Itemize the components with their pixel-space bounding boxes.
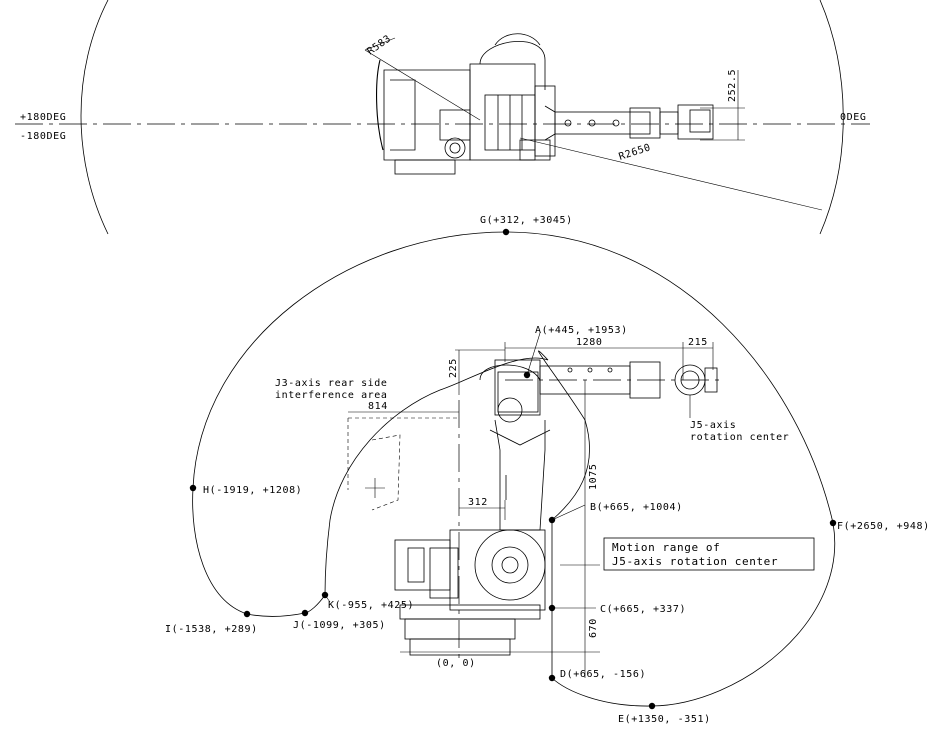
legend-line1: Motion range of — [612, 541, 720, 554]
dim-814-label: 814 — [368, 401, 388, 412]
dim-215-label: 215 — [688, 337, 708, 348]
point-a-label: A(+445, +1953) — [535, 325, 628, 336]
side-dimensions — [348, 342, 714, 678]
legend-line2: J5-axis rotation center — [612, 555, 778, 568]
top-range-arc-right — [819, 0, 844, 235]
point-c-label: C(+665, +337) — [600, 604, 686, 615]
origin-label: (0, 0) — [436, 658, 476, 669]
point-i-marker — [243, 610, 251, 618]
j3-note-line2: interference area — [275, 390, 388, 401]
top-view: +180DEG -180DEG 0DEG R583 R2650 252.5 — [15, 0, 870, 235]
point-g-marker — [502, 228, 510, 236]
range-points — [189, 228, 837, 710]
dim-252-label: 252.5 — [727, 69, 738, 102]
r583-leader — [364, 49, 481, 121]
j5-note-line2: rotation center — [690, 432, 789, 443]
point-b-label: B(+665, +1004) — [590, 502, 683, 513]
point-k-label: K(-955, +425) — [328, 600, 414, 611]
motion-range-envelope — [192, 231, 836, 707]
top-range-arc-left — [80, 0, 109, 235]
point-d-marker — [548, 674, 556, 682]
point-h-marker — [189, 484, 197, 492]
r2650-leader — [519, 137, 823, 211]
dim-670-label: 670 — [588, 618, 599, 638]
point-e-label: E(+1350, -351) — [618, 714, 711, 725]
dim-312-label: 312 — [468, 497, 488, 508]
j5-note-line1: J5-axis — [690, 420, 736, 431]
dim-225-label: 225 — [448, 358, 459, 378]
point-e-marker — [648, 702, 656, 710]
angle-plus180-label: +180DEG — [20, 112, 66, 123]
point-c-marker — [548, 604, 556, 612]
point-j-label: J(-1099, +305) — [293, 620, 386, 631]
dim-1075-label: 1075 — [588, 464, 599, 490]
robot-top-outline — [376, 33, 714, 175]
point-f-marker — [829, 519, 837, 527]
r2650-label: R2650 — [618, 142, 653, 163]
angle-zero-label: 0DEG — [840, 112, 866, 123]
r583-label: R583 — [365, 33, 393, 57]
dim-1280-label: 1280 — [576, 337, 602, 348]
point-h-label: H(-1919, +1208) — [203, 485, 302, 496]
point-j-marker — [301, 609, 309, 617]
point-i-label: I(-1538, +289) — [165, 624, 258, 635]
j3-note-line1: J3-axis rear side — [275, 378, 388, 389]
angle-minus180-label: -180DEG — [20, 131, 66, 142]
point-g-label: G(+312, +3045) — [480, 215, 573, 226]
point-d-label: D(+665, -156) — [560, 669, 646, 680]
side-view: A(+445, +1953) B(+665, +1004) C(+665, +3… — [165, 215, 930, 725]
motion-range-legend: Motion range of J5-axis rotation center — [603, 537, 815, 571]
point-f-label: F(+2650, +948) — [837, 521, 930, 532]
